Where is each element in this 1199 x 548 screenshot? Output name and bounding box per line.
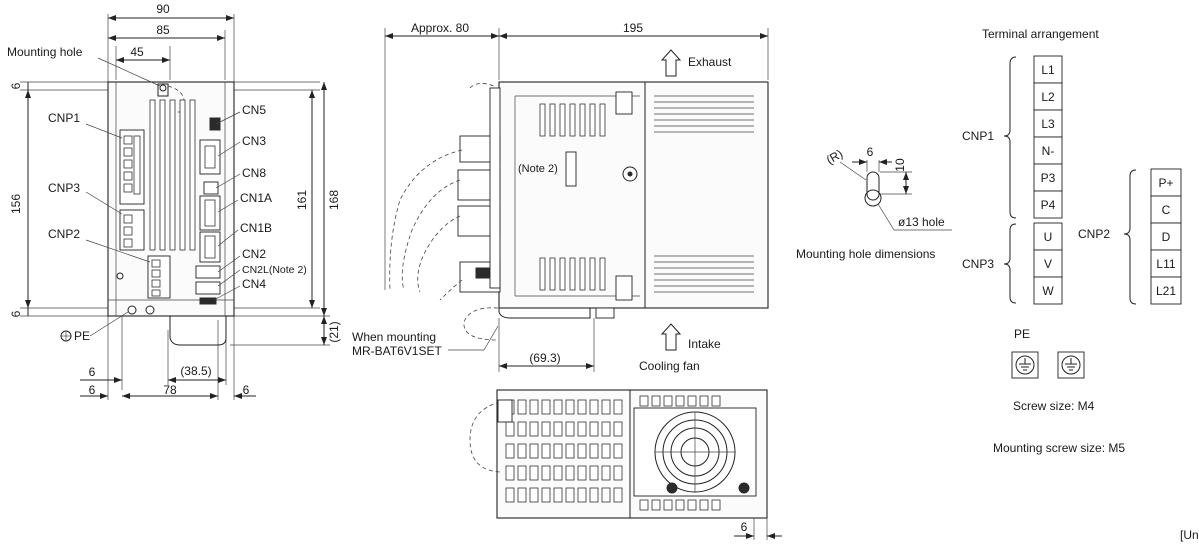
side-view: Approx. 80 195: [352, 21, 769, 373]
label-cn3: CN3: [242, 134, 266, 148]
ground-icon: [1011, 351, 1039, 379]
dim-69-3: (69.3): [529, 351, 560, 365]
dim-left-6b: 6: [89, 383, 96, 397]
dim-right-6: 6: [243, 383, 250, 397]
dim-height-156: 156: [9, 194, 23, 214]
label-cooling-fan: Cooling fan: [639, 359, 700, 373]
dim-38-5: (38.5): [180, 364, 211, 378]
dim-total-width: 90: [156, 2, 170, 16]
detail-width: 6: [867, 145, 874, 159]
label-cn2: CN2: [242, 247, 266, 261]
label-cnp1: CNP1: [48, 111, 80, 125]
detail-title: Mounting hole dimensions: [796, 247, 935, 261]
dim-bottom-margin: 6: [9, 310, 23, 317]
terminal-cnp2-3: L11: [1156, 257, 1175, 271]
terminal-cnp2-0: P+: [1158, 176, 1173, 190]
dim-top-margin: 6: [9, 82, 23, 89]
label-cn2l: CN2L(Note 2): [242, 264, 307, 276]
detail-radius: (R): [824, 147, 845, 167]
side-vents-right: [654, 95, 754, 293]
terminal-cnp2-4: L21: [1156, 284, 1176, 298]
mounting-hole-detail: (R) 6 10 ø13 hole Mounting hole dimensio…: [796, 145, 952, 261]
dim-height-161: 161: [295, 190, 309, 210]
dim-width-85: 85: [156, 23, 170, 37]
label-note2: (Note 2): [518, 163, 558, 175]
label-cn1b: CN1B: [240, 221, 272, 235]
bottom-vent-grid: [505, 395, 721, 511]
label-cn1a: CN1A: [240, 191, 272, 205]
terminal-cnp2-2: D: [1162, 230, 1171, 244]
label-cn4: CN4: [242, 277, 266, 291]
dim-bottom-right-6: 6: [741, 520, 748, 534]
terminal-arrangement: Terminal arrangement CNP1 L1 L2 L3 N- P3…: [962, 27, 1182, 455]
detail-height: 10: [893, 158, 907, 172]
dim-21: (21): [327, 321, 341, 342]
front-view: 90 85 45 6 156 6 161 168 (21) (38.5) 6 6…: [7, 2, 341, 400]
terminal-cnp2-label: CNP2: [1078, 227, 1110, 241]
cooling-fan-icon: [633, 407, 757, 497]
terminal-cnp1-3: N-: [1042, 144, 1055, 158]
label-when-mounting-1: When mounting: [352, 330, 436, 344]
terminal-cnp2-1: C: [1162, 203, 1171, 217]
terminal-cnp1-1: L2: [1041, 90, 1055, 104]
label-pe: PE: [74, 329, 90, 343]
label-when-mounting-2: MR-BAT6V1SET: [352, 344, 442, 358]
ground-icon: [1057, 351, 1085, 379]
terminal-cnp1-label: CNP1: [962, 129, 994, 143]
terminal-mounting-screw: Mounting screw size: M5: [993, 441, 1125, 455]
dim-width-78: 78: [163, 383, 177, 397]
terminal-screw-size: Screw size: M4: [1013, 399, 1095, 413]
label-exhaust: Exhaust: [688, 55, 732, 69]
dim-height-168: 168: [327, 190, 341, 210]
dim-depth-195: 195: [623, 21, 643, 35]
terminal-cnp3-label: CNP3: [962, 257, 994, 271]
terminal-title: Terminal arrangement: [982, 27, 1099, 41]
terminal-cnp1-2: L3: [1041, 117, 1055, 131]
detail-hole: ø13 hole: [898, 215, 945, 229]
bottom-view: 6: [469, 389, 782, 540]
label-cnp2: CNP2: [48, 227, 80, 241]
label-cn8: CN8: [242, 166, 266, 180]
terminal-cnp1-5: P4: [1041, 198, 1056, 212]
terminal-cnp1-0: L1: [1041, 63, 1055, 77]
label-intake: Intake: [688, 337, 721, 351]
terminal-cnp1-4: P3: [1041, 171, 1056, 185]
dim-width-45: 45: [130, 45, 144, 59]
label-cnp3: CNP3: [48, 181, 80, 195]
label-cn5: CN5: [242, 103, 266, 117]
units-label: [Un: [1180, 528, 1199, 542]
terminal-pe-label: PE: [1014, 327, 1030, 341]
dim-left-6a: 6: [89, 365, 96, 379]
side-vents-bottom: [539, 257, 633, 301]
label-mounting-hole: Mounting hole: [7, 45, 83, 59]
dim-approx-80: Approx. 80: [411, 21, 469, 35]
terminal-cnp3-1: V: [1044, 257, 1052, 271]
terminal-cnp3-0: U: [1044, 230, 1053, 244]
terminal-cnp3-2: W: [1042, 284, 1054, 298]
side-vents-top: [539, 91, 633, 137]
